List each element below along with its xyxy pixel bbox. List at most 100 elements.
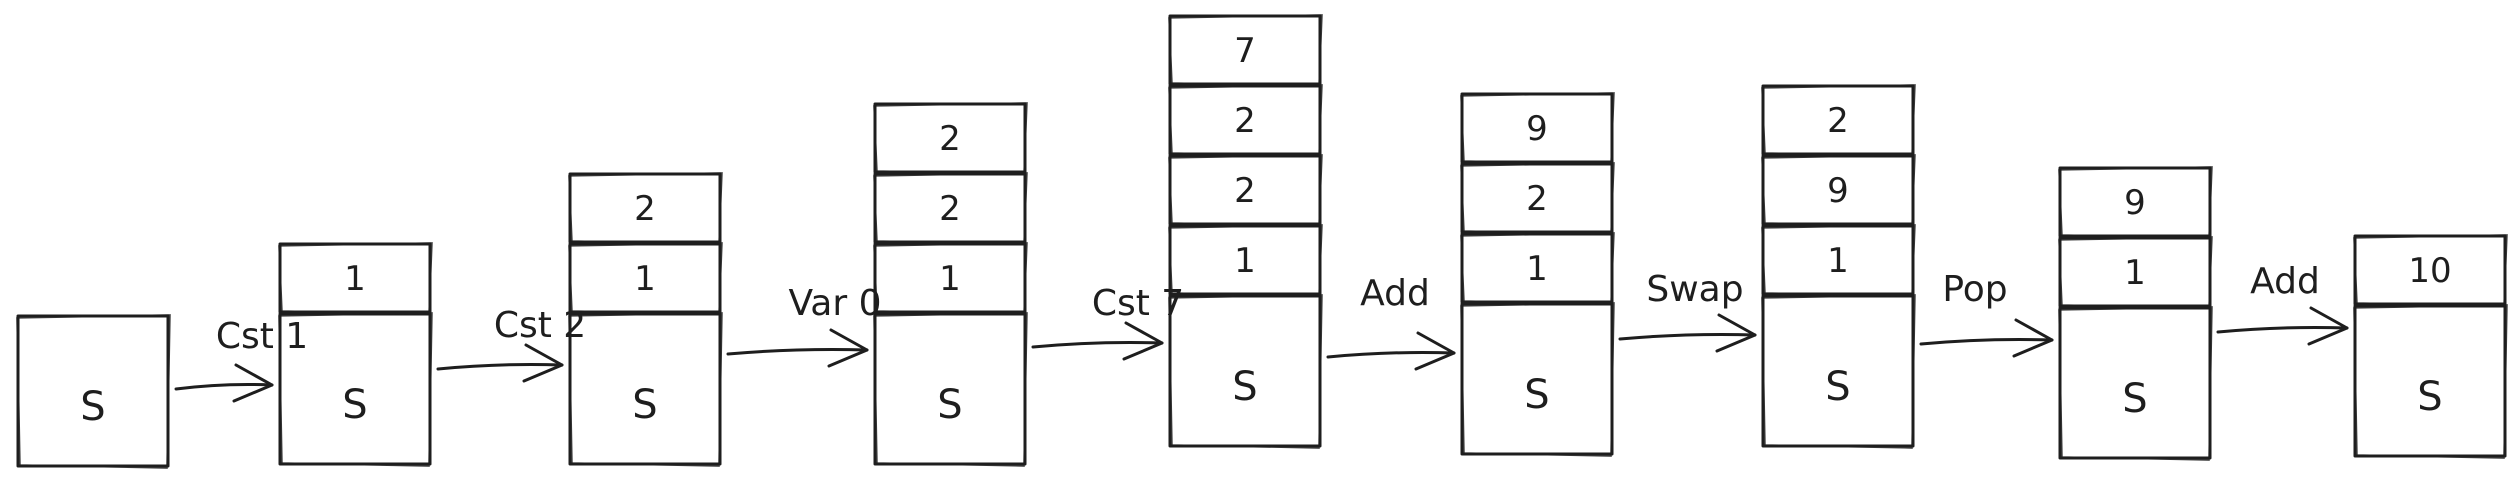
stack-cell-outline [568, 242, 723, 315]
stack-cell-value: 1 [1234, 241, 1256, 281]
stack-cell-outline [1761, 154, 1916, 227]
stack-base [1168, 294, 1322, 448]
stack-base-outline [278, 312, 433, 467]
stack-base-outline [1761, 294, 1916, 449]
arrow-shaft [1031, 341, 1164, 349]
operation-8: Add [2216, 261, 2349, 346]
stack-cell-outline [1168, 224, 1323, 297]
stack-base-outline [2058, 306, 2213, 461]
stack-cell-outline [2058, 166, 2213, 239]
stack-base-outline [873, 312, 1028, 467]
operation-5: Add [1326, 273, 1456, 371]
stack-cell-outline [1460, 162, 1615, 235]
stack-cell [2058, 236, 2212, 308]
operation-label: Swap [1646, 269, 1743, 310]
stack-cell-value: 1 [1827, 241, 1849, 281]
stack-base-label: S [1825, 364, 1850, 410]
stack-8: S 1 9 [2058, 166, 2213, 461]
stack-base-label: S [2417, 374, 2442, 420]
stack-cell-value: 1 [939, 259, 961, 299]
stack-cell-outline [2353, 234, 2508, 307]
operation-4: Cst 7 [1031, 283, 1184, 361]
stack-cell-value: 2 [1234, 101, 1256, 141]
stack-cell-outline [1761, 84, 1916, 157]
stack-cell-outline [1168, 14, 1323, 87]
operation-3: Var 0 [726, 283, 882, 368]
operation-label: Var 0 [788, 283, 881, 324]
stack-1: S [16, 314, 171, 469]
arrow-head [1715, 313, 1757, 353]
stack-cell-value: 9 [1526, 109, 1548, 149]
stack-cell-value: 2 [939, 189, 961, 229]
stack-cell-value: 1 [634, 259, 656, 299]
stack-cell-value: 7 [1234, 31, 1256, 71]
arrow-shaft [1618, 333, 1757, 341]
stack-cell-value: 2 [634, 189, 656, 229]
stack-cell-value: 10 [2408, 251, 2451, 291]
stack-cell-value: 9 [2124, 183, 2146, 223]
stack-cell-outline [1168, 154, 1323, 227]
stack-9: S 10 [2353, 234, 2508, 459]
arrow-head [232, 363, 274, 403]
stack-cell-value: 2 [939, 119, 961, 159]
stack-5: S 1 2 2 7 [1168, 14, 1323, 449]
arrow-shaft [726, 348, 869, 356]
stack-cell-value: 9 [1827, 171, 1849, 211]
stack-7: S 1 9 2 [1761, 84, 1916, 449]
stack-cell-value: 1 [344, 259, 366, 299]
stack-base [278, 312, 432, 466]
stack-cell-outline [1168, 84, 1323, 157]
stack-3: S 1 2 [568, 172, 723, 467]
arrow-shaft [436, 363, 564, 371]
stack-base-label: S [1232, 364, 1257, 410]
stack-cell-outline [568, 172, 723, 245]
operation-label: Cst 1 [216, 316, 308, 357]
arrow-head [1414, 331, 1456, 371]
stack-2: S1 [278, 242, 433, 467]
arrow-head [522, 343, 564, 383]
stack-base-label: S [80, 384, 105, 430]
stack-cell [1460, 162, 1614, 234]
stack-base [16, 314, 170, 468]
stack-base-label: S [937, 382, 962, 428]
operation-2: Cst 2 [436, 305, 586, 383]
stack-cell-value: 2 [1827, 101, 1849, 141]
arrow-head [827, 328, 869, 368]
operation-label: Pop [1942, 269, 2007, 310]
operation-6: Swap [1618, 269, 1757, 353]
operation-label: Add [2250, 261, 2320, 302]
stack-base-outline [16, 314, 171, 469]
stack-cell-outline [1761, 224, 1916, 297]
arrow-shaft [1326, 351, 1456, 359]
stack-cell [1761, 224, 1915, 296]
stack-cell-outline [2058, 236, 2213, 309]
operation-1: Cst 1 [174, 316, 308, 403]
stack-cell-value: 2 [1526, 179, 1548, 219]
stack-cell [1761, 154, 1915, 226]
stack-cell-outline [278, 242, 433, 315]
stack-base [1460, 302, 1614, 456]
stack-base-label: S [342, 382, 367, 428]
stack-base-label: S [2122, 376, 2147, 422]
operation-label: Add [1360, 273, 1430, 314]
stack-base-outline [2353, 304, 2508, 459]
stack-cell-value: 1 [2124, 253, 2146, 293]
arrow-shaft [174, 383, 274, 391]
stack-base-label: S [632, 382, 657, 428]
operation-label: Cst 7 [1092, 283, 1184, 324]
stack-base-outline [1460, 302, 1615, 457]
arrow-shaft [1919, 338, 2054, 346]
stack-cell-value: 2 [1234, 171, 1256, 211]
stack-cell-outline [1460, 232, 1615, 305]
arrow-head [2307, 306, 2349, 346]
stack-4: S 1 2 2 [873, 102, 1028, 467]
operation-label: Cst 2 [494, 305, 586, 346]
operation-7: Pop [1919, 269, 2054, 358]
stack-cell-outline [873, 172, 1028, 245]
arrow-shaft [2216, 326, 2349, 334]
arrow-head [2012, 318, 2054, 358]
stack-base-outline [568, 312, 723, 467]
arrow-head [1122, 321, 1164, 361]
